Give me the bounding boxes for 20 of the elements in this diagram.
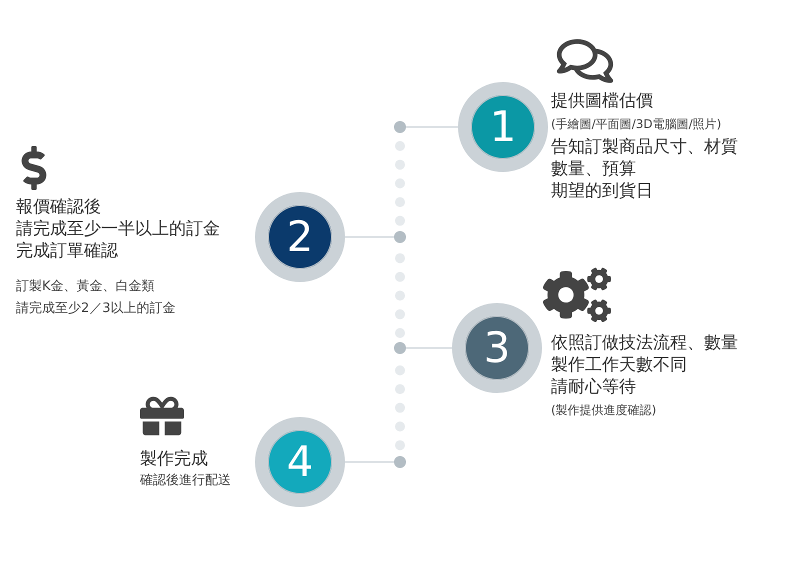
- step-description: 訂製K金、黃金、白金類: [16, 278, 155, 296]
- connector-line: [345, 236, 394, 238]
- step-description: 數量、預算: [551, 158, 636, 180]
- step-description: 請完成至少2／3以上的訂金: [16, 300, 176, 318]
- step-description: (手繪圖/平面圖/3D電腦圖/照片): [551, 116, 722, 133]
- step-description: 期望的到貨日: [551, 180, 653, 202]
- step-description: 告知訂製商品尺寸、材質: [551, 136, 738, 158]
- step-description: 提供圖檔估價: [551, 90, 653, 112]
- step-description: 請耐心等待: [551, 376, 636, 398]
- step-description: 製作完成: [140, 448, 208, 470]
- step-description: 製作工作天數不同: [551, 354, 687, 376]
- connector-line: [406, 126, 458, 128]
- connector-line: [406, 347, 452, 349]
- step-description: 完成訂單確認: [16, 240, 118, 262]
- connector-line: [345, 461, 394, 463]
- step-description: (製作提供進度確認): [551, 402, 656, 419]
- step-description: 依照訂做技法流程、數量: [551, 332, 738, 354]
- step-description: 確認後進行配送: [140, 472, 231, 490]
- step-description: 報價確認後: [16, 196, 101, 218]
- step-description: 請完成至少一半以上的訂金: [16, 218, 220, 240]
